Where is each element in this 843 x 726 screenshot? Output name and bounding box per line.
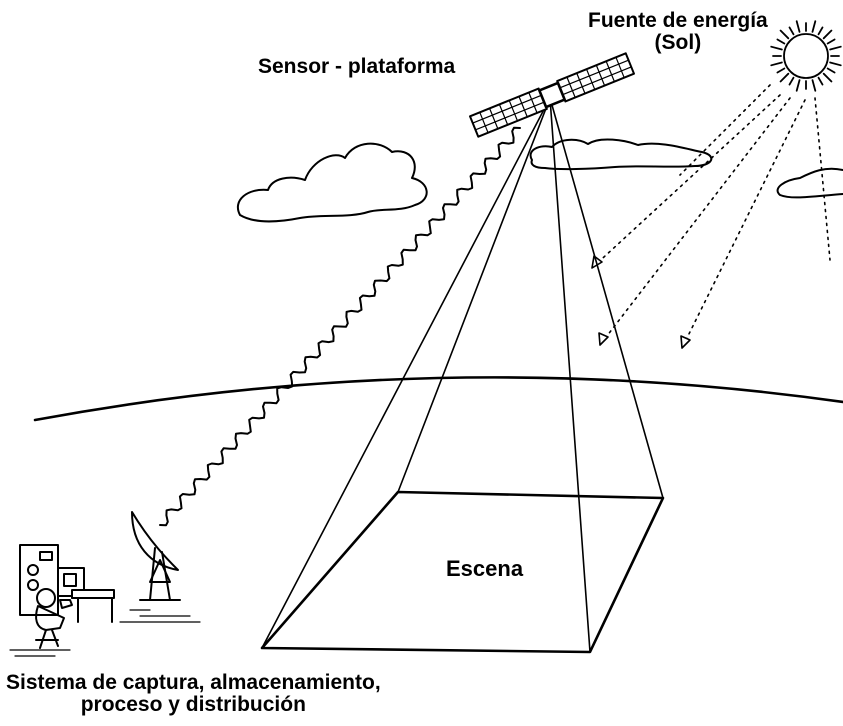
sensor-platform-label: Sensor - plataforma: [258, 55, 456, 78]
downlink-signal: [159, 126, 521, 527]
scene-footprint: [260, 490, 665, 654]
scene-label: Escena: [446, 556, 524, 581]
operator-icon: [35, 588, 65, 649]
satellite-icon: [468, 52, 636, 138]
ground-system-label: Sistema de captura, almacenamiento, proc…: [6, 671, 381, 717]
ground-hatching: [9, 609, 201, 657]
console-icon: [19, 544, 115, 623]
cloud-right: [529, 138, 713, 171]
ground-system-label-line2: proceso y distribución: [80, 693, 306, 717]
satellite-dish-icon: [131, 511, 181, 601]
ground-system-label-line1: Sistema de captura, almacenamiento,: [6, 671, 381, 694]
earth-horizon: [33, 376, 843, 422]
energy-source-label: Fuente de energía (Sol): [588, 9, 768, 55]
ground-station: [9, 511, 201, 657]
cloud-far-right: [776, 167, 843, 199]
sensor-field-of-view: [261, 97, 664, 653]
sun-icon: [770, 20, 842, 92]
solar-radiation-rays: [591, 84, 831, 349]
ray-arrowheads: [591, 255, 691, 349]
cloud-left: [237, 142, 428, 223]
energy-source-label-line1: Fuente de energía: [588, 9, 768, 32]
energy-source-label-line2: (Sol): [654, 31, 702, 55]
